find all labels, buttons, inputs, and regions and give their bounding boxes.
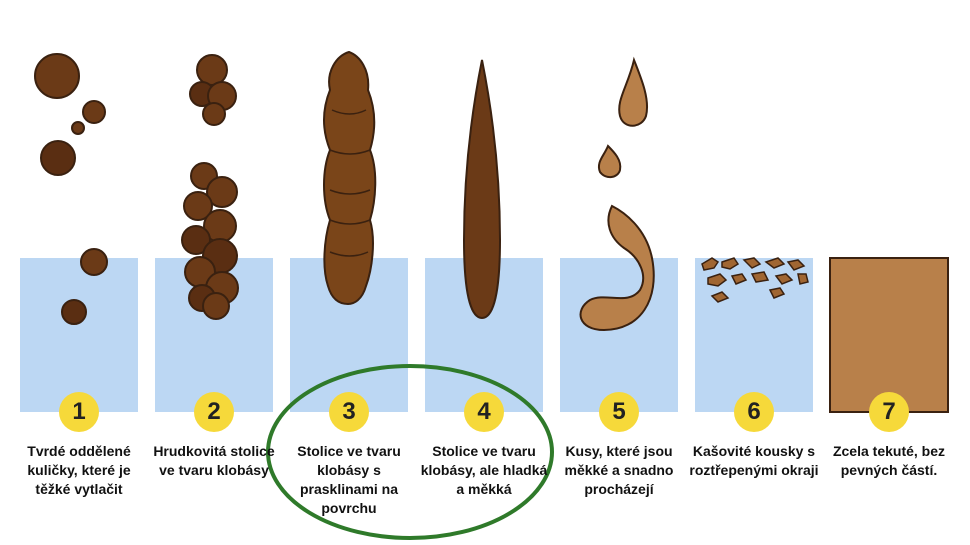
type-2-number: 2 xyxy=(194,392,234,432)
column-3-illustration xyxy=(290,50,408,412)
type-1-description: Tvrdé oddělené kuličky, které je těžké v… xyxy=(27,443,131,497)
type-6-description: Kašovité kousky s roztřepenými okraji xyxy=(689,443,819,478)
type-4-number: 4 xyxy=(464,392,504,432)
type-5-number: 5 xyxy=(599,392,639,432)
type-5-description: Kusy, které jsou měkké a snadno procháze… xyxy=(564,443,674,497)
column-2-illustration xyxy=(155,54,273,412)
type-3-description: Stolice ve tvaru klobásy s prasklinami n… xyxy=(297,443,401,516)
type-1-number: 1 xyxy=(59,392,99,432)
type-6-number: 6 xyxy=(734,392,774,432)
type-3-number: 3 xyxy=(329,392,369,432)
column-5-illustration xyxy=(560,56,678,412)
column-6-illustration xyxy=(695,68,813,412)
column-4-illustration xyxy=(425,59,543,412)
column-7-illustration xyxy=(829,68,949,413)
type-7-description: Zcela tekuté, bez pevných částí. xyxy=(832,443,946,478)
highlight-circle xyxy=(266,364,554,540)
type-4-description: Stolice ve tvaru klobásy, ale hladká a m… xyxy=(420,443,548,497)
column-1-illustration xyxy=(20,53,138,412)
type-7-number: 7 xyxy=(869,392,909,432)
type-2-description: Hrudkovitá stolice ve tvaru klobásy xyxy=(153,443,275,478)
